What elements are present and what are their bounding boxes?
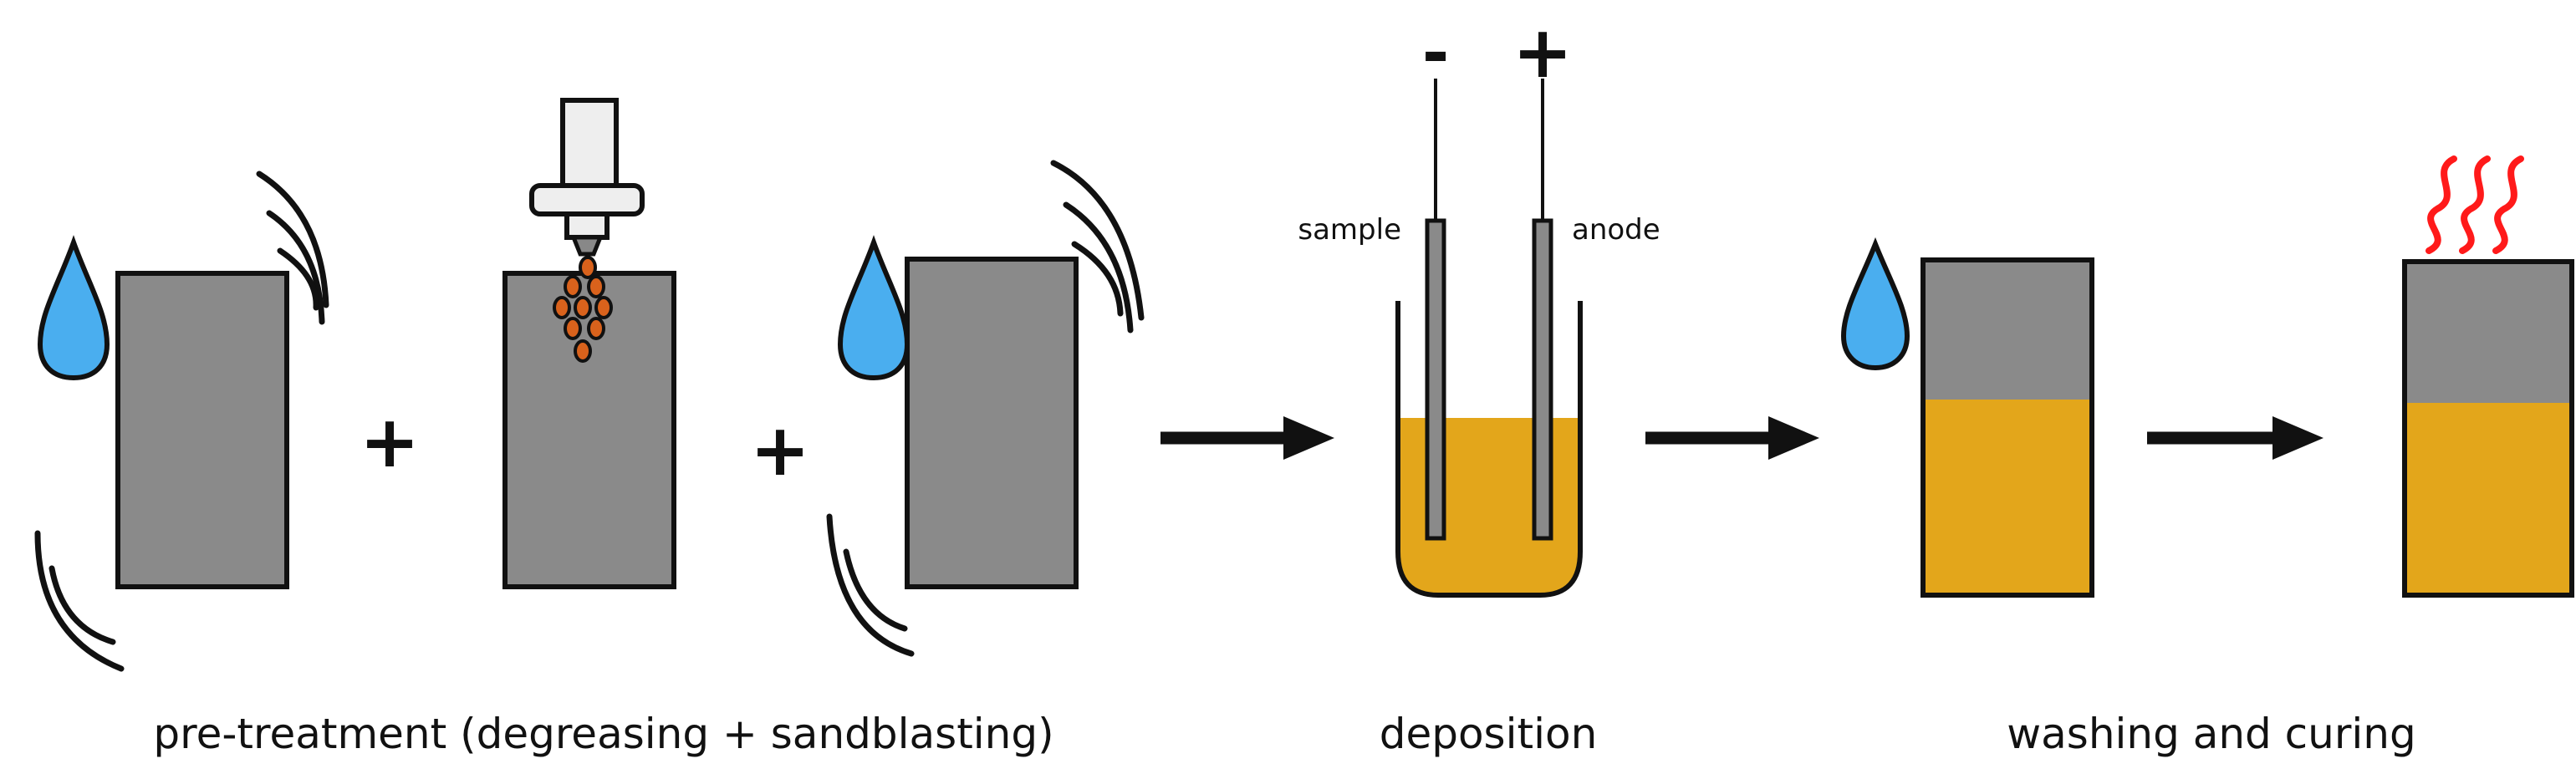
beaker [1395,301,1583,598]
vibration-icon [1063,201,1134,334]
anode-label: anode [1572,213,1660,247]
metal-plate [502,271,676,589]
cured-plate [2402,259,2574,598]
metal-plate [115,271,289,589]
vibration-icon [256,171,329,308]
vibration-icon [34,530,125,672]
degreasing-step [34,171,329,672]
process-arrow [2147,416,2324,460]
sandblasting-step [502,98,676,589]
plus-terminal: + [1512,11,1573,94]
minus-terminal: - [1422,16,1449,91]
vibration-icon [1071,241,1124,317]
caption-washing: washing and curing [2007,710,2416,758]
sample-electrode [1425,218,1446,541]
plus-sign: + [360,400,420,484]
process-arrow [1645,416,1819,460]
vibration-icon [48,565,116,645]
rinse-step [826,160,1145,657]
curing-step [2402,155,2574,598]
cured-plate-coating [2405,403,2572,595]
cured-plate-uncoated-part [2405,262,2572,405]
washing-step [1840,237,2094,598]
caption-deposition: deposition [1380,710,1598,758]
vibration-icon [826,513,915,657]
nozzle-icon [529,98,645,257]
water-drop-icon [1840,237,1910,371]
deposition-step: - + sample anode [1298,11,1660,598]
coated-plate [1921,257,2094,598]
heat-icon [2426,155,2524,254]
anode-electrode [1532,218,1553,541]
sample-label: sample [1298,213,1401,247]
vibration-icon [1050,160,1145,321]
vibration-icon [843,548,908,632]
vibration-icon [277,247,319,311]
water-drop-icon [837,235,911,381]
grit-particles [553,256,613,363]
coated-plate-uncoated-part [1923,260,2092,402]
caption-pretreatment: pre-treatment (degreasing + sandblasting… [153,710,1053,758]
metal-plate [905,257,1079,589]
coated-plate-coating [1923,400,2092,595]
water-drop-icon [37,235,110,381]
process-arrow [1160,416,1334,460]
plus-sign: + [750,409,810,492]
vibration-icon [266,210,325,325]
